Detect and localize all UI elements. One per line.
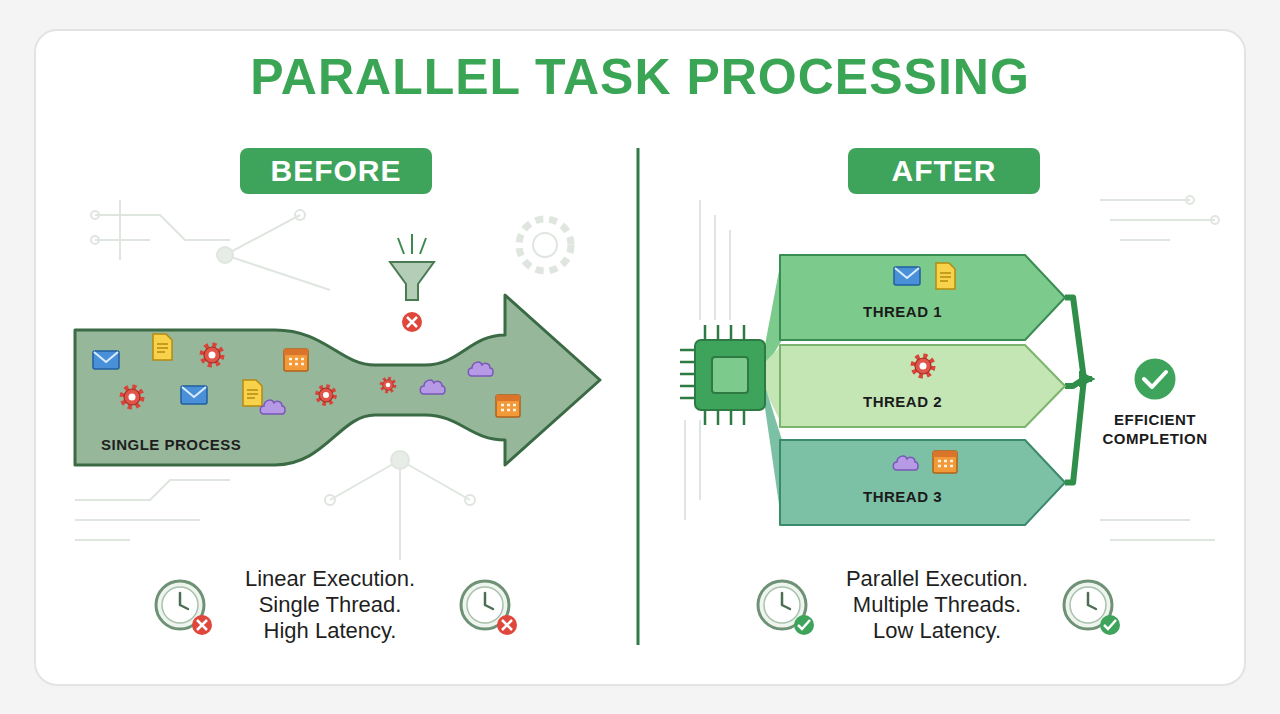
node-label: SINGLE PROCESS <box>101 436 241 453</box>
thread-arrow: THREAD 2 <box>780 345 1065 427</box>
node-label: THREAD 2 <box>780 393 1025 410</box>
node-label: THREAD 3 <box>780 488 1025 505</box>
check-circle <box>1130 354 1180 404</box>
summary-text: Linear Execution. Single Thread. High La… <box>234 566 426 644</box>
thread-arrow: THREAD 1 <box>780 255 1065 340</box>
summary-text: Parallel Execution. Multiple Threads. Lo… <box>834 566 1040 644</box>
before-badge: BEFORE <box>240 148 432 194</box>
after-badge: AFTER <box>848 148 1040 194</box>
node-label: EFFICIENT COMPLETION <box>1092 410 1218 448</box>
node-label: AFTER <box>892 154 997 188</box>
single-process-arrow: SINGLE PROCESS <box>75 290 600 470</box>
node-label: BEFORE <box>270 154 401 188</box>
thread-arrow-shape <box>780 345 1065 427</box>
thread-arrow-shape <box>780 255 1065 340</box>
thread-arrow-shape <box>780 440 1065 525</box>
diagram-title: PARALLEL TASK PROCESSING <box>0 48 1280 106</box>
completion-node: EFFICIENT COMPLETION <box>1092 352 1218 448</box>
thread-arrow: THREAD 3 <box>780 440 1065 525</box>
thread-connector <box>1065 298 1092 380</box>
thread-connector <box>1065 379 1092 483</box>
node-label: THREAD 1 <box>780 303 1025 320</box>
